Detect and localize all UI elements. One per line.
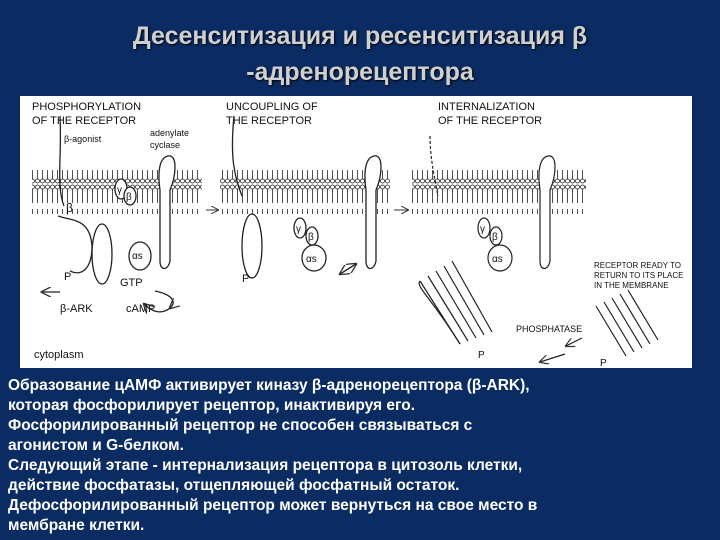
- caption-line-5: Следующий этапе - интернализация рецепто…: [8, 457, 523, 474]
- title-line-1: Десенситизация и ресенситизация β: [132, 22, 588, 50]
- gamma-label-1: γ: [117, 185, 122, 196]
- stage2-title-line2: THE RECEPTOR: [226, 115, 312, 127]
- beta-receptor-label: β: [66, 201, 73, 215]
- receptor-diagram: PHOSPHORYLATION OF THE RECEPTOR UNCOUPLI…: [20, 96, 692, 368]
- p-label-1: P: [64, 271, 71, 283]
- panel-1-shapes: [42, 115, 175, 312]
- membrane-panel-3: [412, 170, 586, 214]
- beta-ark-label: β-ARK: [60, 303, 93, 315]
- panel-3-labels: γ β αs RECEPTOR READY TO RETURN TO ITS P…: [478, 224, 684, 368]
- beta-subunit-label-1: β: [126, 192, 132, 203]
- gamma-label-3: γ: [480, 224, 485, 235]
- caption-line-4: агонистом и G-белком.: [8, 437, 184, 454]
- panel-2-shapes: [231, 115, 382, 279]
- stage1-title-line1: PHOSPHORYLATION: [32, 101, 141, 113]
- beta-subunit-label-3: β: [492, 232, 498, 243]
- alpha-s-label-2: αs: [306, 254, 317, 265]
- title-line-2: -адренорецептора: [246, 58, 474, 86]
- membrane-panel-2: [220, 170, 390, 214]
- gtp-label: GTP: [120, 277, 143, 289]
- caption-line-3: Фосфорилированный рецептор не способен с…: [8, 417, 473, 434]
- slide-title: Десенситизация и ресенситизация β -адрен…: [0, 18, 720, 90]
- caption-line-7: Дефосфорилированный рецептор может верну…: [8, 497, 538, 514]
- gamma-label-2: γ: [296, 224, 301, 235]
- cytoplasm-label: cytoplasm: [34, 349, 84, 361]
- phosphatase-label: PHOSPHATASE: [516, 324, 582, 334]
- panel-3-shapes: [418, 135, 659, 362]
- stage3-title-line2: OF THE RECEPTOR: [438, 115, 542, 127]
- ready-line-3: IN THE MEMBRANE: [594, 281, 669, 290]
- p-label-3: P: [478, 350, 485, 361]
- panel-2-labels: γ β αs P: [242, 224, 317, 285]
- stage1-title-line2: OF THE RECEPTOR: [32, 115, 136, 127]
- caption-line-6: действие фосфатазы, отщепляющей фосфатны…: [8, 477, 460, 494]
- beta-subunit-label-2: β: [308, 232, 314, 243]
- alpha-s-label-1: αs: [132, 251, 143, 262]
- p-label-2: P: [242, 273, 249, 285]
- stage-titles: PHOSPHORYLATION OF THE RECEPTOR UNCOUPLI…: [32, 101, 542, 127]
- caption-line-8: мембране клетки.: [8, 517, 145, 534]
- ready-line-2: RETURN TO ITS PLACE: [594, 271, 684, 280]
- caption-line-2: которая фосфорилирует рецептор, инактиви…: [8, 397, 416, 414]
- stage3-title-line1: INTERNALIZATION: [438, 101, 535, 113]
- alpha-s-label-3: αs: [492, 254, 503, 265]
- p-label-4: P: [600, 358, 607, 368]
- adenylate-label: adenylate: [150, 128, 189, 138]
- stage2-title-line1: UNCOUPLING OF: [226, 101, 318, 113]
- cyclase-label: cyclase: [150, 140, 180, 150]
- ready-line-1: RECEPTOR READY TO: [594, 261, 681, 270]
- camp-label: cAMP: [126, 303, 155, 315]
- panel-1-labels: β-agonist adenylate cyclase β γ β αs P G…: [34, 128, 189, 361]
- caption-text: Образование цАМФ активирует киназу β-адр…: [8, 376, 714, 536]
- beta-agonist-label: β-agonist: [64, 134, 102, 144]
- diagram-svg: PHOSPHORYLATION OF THE RECEPTOR UNCOUPLI…: [32, 101, 684, 368]
- caption-line-1: Образование цАМФ активирует киназу β-адр…: [8, 377, 530, 394]
